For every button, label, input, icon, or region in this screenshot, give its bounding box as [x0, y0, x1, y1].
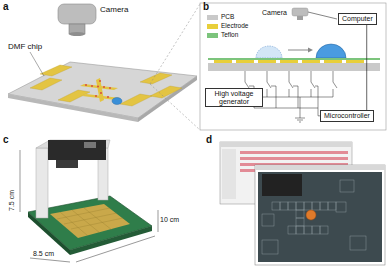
legend-text: Electrode [221, 22, 248, 29]
box-text: Microcontroller [324, 112, 370, 120]
legend-entry: Electrode [207, 23, 248, 30]
legend-text: PCB [221, 13, 234, 20]
panel-letter: c [3, 134, 9, 145]
camera-icon [292, 8, 337, 20]
camera-icon [58, 4, 96, 36]
dmf-chip [8, 52, 197, 122]
part-label: Camera [100, 6, 128, 15]
box-text: High voltage generator [209, 90, 259, 105]
part-label: Camera [262, 9, 287, 17]
chip-cross-section [208, 44, 380, 71]
legend-entry: Teflon [207, 32, 238, 39]
legend-swatch [207, 33, 218, 38]
panel-letter: d [206, 134, 212, 145]
panel-letter: b [203, 1, 209, 12]
legend-swatch [207, 24, 218, 29]
software-screenshot [220, 142, 385, 265]
panel-letter: a [3, 1, 9, 12]
legend-text: Teflon [221, 31, 238, 38]
part-label: 8.5 cm [33, 250, 54, 258]
process-box: High voltage generator [205, 88, 263, 107]
legend-entry: PCB [207, 14, 234, 21]
process-box: Microcontroller [320, 110, 374, 122]
part-label: 10 cm [160, 216, 179, 224]
connector [366, 25, 367, 110]
box-text: Computer [342, 15, 373, 23]
device-photo [28, 140, 152, 255]
part-label: 7.5 cm [8, 189, 16, 210]
legend-swatch [207, 15, 218, 20]
process-box: Computer [338, 13, 377, 25]
dimension-lines [20, 150, 158, 262]
part-label: DMF chip [8, 43, 42, 52]
